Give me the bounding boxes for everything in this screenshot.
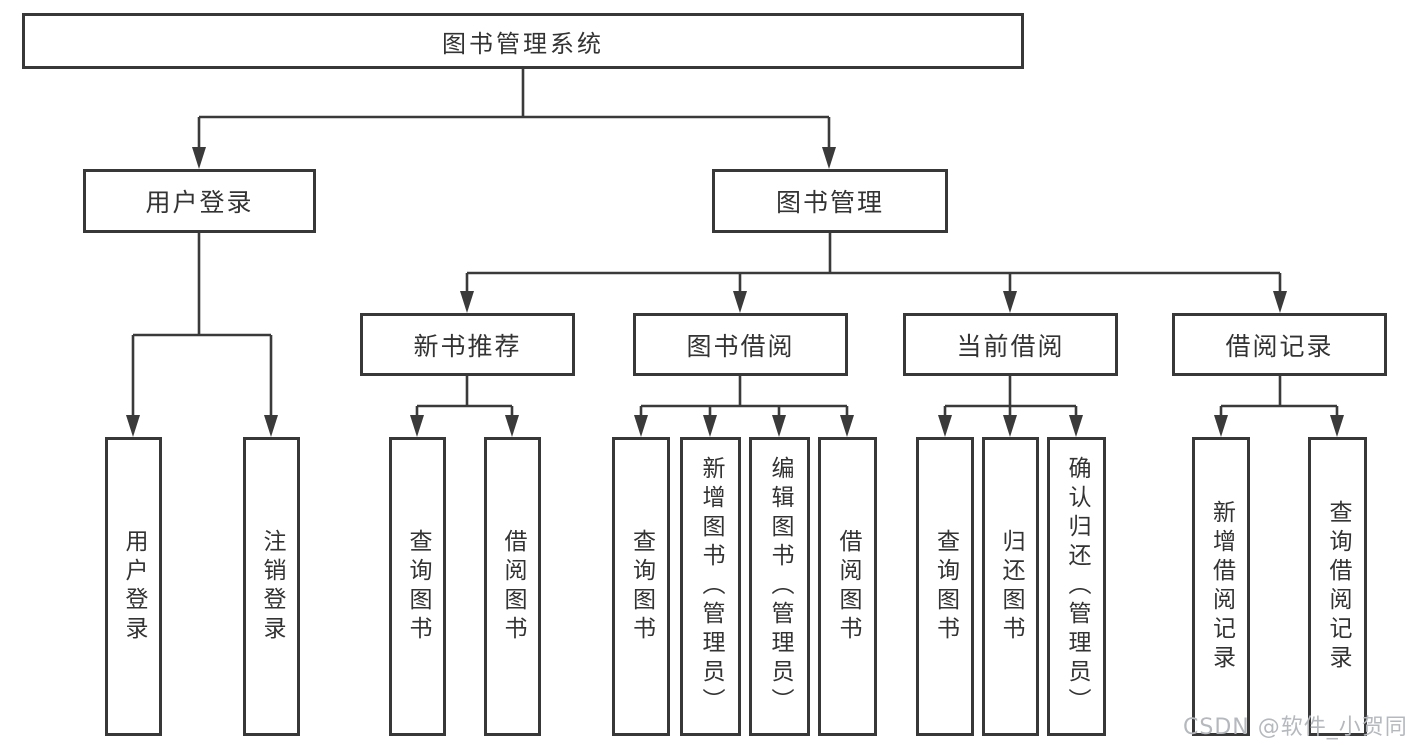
node-new-book-rec: 新书推荐 — [360, 313, 575, 376]
node-leaf-confirm-return-admin-label: 确认归还（管理员） — [1064, 456, 1090, 717]
node-leaf-return-book-label: 归还图书 — [998, 528, 1024, 645]
node-current-borrow: 当前借阅 — [903, 313, 1118, 376]
node-leaf-logout-label: 注销登录 — [259, 528, 285, 645]
node-leaf-borrow-book-2: 借阅图书 — [818, 437, 877, 736]
csdn-watermark: CSDN @软件_小贺同学 — [1183, 715, 1405, 740]
node-leaf-add-borrow-record-label: 新增借阅记录 — [1208, 499, 1235, 674]
arrowhead-icon — [938, 415, 952, 437]
node-new-book-rec-label: 新书推荐 — [413, 331, 522, 361]
arrowhead-icon — [1003, 291, 1017, 313]
node-book-borrow-label: 图书借阅 — [686, 331, 795, 361]
node-user-login-label: 用户登录 — [145, 188, 254, 217]
node-borrow-record-label: 借阅记录 — [1225, 331, 1334, 361]
node-leaf-query-book-2: 查询图书 — [612, 437, 670, 736]
node-leaf-query-book-3-label: 查询图书 — [932, 528, 959, 645]
node-leaf-query-borrow-record-label: 查询借阅记录 — [1325, 499, 1351, 674]
node-book-mgmt: 图书管理 — [712, 169, 948, 233]
node-root: 图书管理系统 — [22, 13, 1024, 69]
connector-user-login-split — [126, 233, 278, 437]
node-book-borrow: 图书借阅 — [633, 313, 848, 376]
node-leaf-query-book-1-label: 查询图书 — [405, 528, 431, 645]
arrowhead-icon — [840, 415, 854, 437]
connector-borrow-record-split — [1214, 376, 1344, 437]
node-leaf-edit-book-admin-label: 编辑图书（管理员） — [767, 456, 793, 717]
arrowhead-icon — [264, 415, 278, 437]
node-leaf-user-login: 用户登录 — [105, 437, 162, 736]
arrowhead-icon — [1330, 415, 1344, 437]
arrowhead-icon — [772, 415, 786, 437]
node-leaf-user-login-label: 用户登录 — [121, 528, 147, 645]
node-leaf-borrow-book-1-label: 借阅图书 — [500, 528, 526, 645]
connector-book-borrow-split — [634, 376, 854, 437]
arrowhead-icon — [460, 291, 474, 313]
node-leaf-borrow-book-1: 借阅图书 — [484, 437, 541, 736]
arrowhead-icon — [1214, 415, 1228, 437]
arrowhead-icon — [410, 415, 424, 437]
arrowhead-icon — [822, 147, 836, 169]
arrowhead-icon — [1069, 415, 1083, 437]
connector-book-mgmt-split — [460, 233, 1287, 313]
node-leaf-logout: 注销登录 — [243, 437, 300, 736]
node-borrow-record: 借阅记录 — [1172, 313, 1387, 376]
node-leaf-edit-book-admin: 编辑图书（管理员） — [749, 437, 810, 736]
arrowhead-icon — [733, 291, 747, 313]
node-leaf-query-borrow-record: 查询借阅记录 — [1308, 437, 1367, 736]
connector-root-split — [192, 69, 836, 169]
arrowhead-icon — [505, 415, 519, 437]
node-book-mgmt-label: 图书管理 — [775, 188, 884, 217]
node-leaf-add-borrow-record: 新增借阅记录 — [1192, 437, 1250, 736]
arrowhead-icon — [1003, 415, 1017, 437]
arrowhead-icon — [192, 147, 206, 169]
node-leaf-borrow-book-2-label: 借阅图书 — [835, 528, 861, 645]
connector-current-borrow-split — [938, 376, 1083, 437]
node-leaf-return-book: 归还图书 — [982, 437, 1039, 736]
arrowhead-icon — [126, 415, 140, 437]
node-user-login: 用户登录 — [83, 169, 316, 233]
node-leaf-query-book-3: 查询图书 — [916, 437, 974, 736]
arrowhead-icon — [1273, 291, 1287, 313]
node-leaf-query-book-1: 查询图书 — [389, 437, 446, 736]
node-current-borrow-label: 当前借阅 — [956, 331, 1065, 361]
node-leaf-add-book-admin-label: 新增图书（管理员） — [698, 456, 724, 717]
node-leaf-query-book-2-label: 查询图书 — [628, 528, 655, 645]
node-leaf-confirm-return-admin: 确认归还（管理员） — [1047, 437, 1106, 736]
node-root-label: 图书管理系统 — [442, 29, 604, 58]
node-leaf-add-book-admin: 新增图书（管理员） — [680, 437, 741, 736]
connector-new-book-rec-split — [410, 376, 519, 437]
arrowhead-icon — [703, 415, 717, 437]
arrowhead-icon — [634, 415, 648, 437]
